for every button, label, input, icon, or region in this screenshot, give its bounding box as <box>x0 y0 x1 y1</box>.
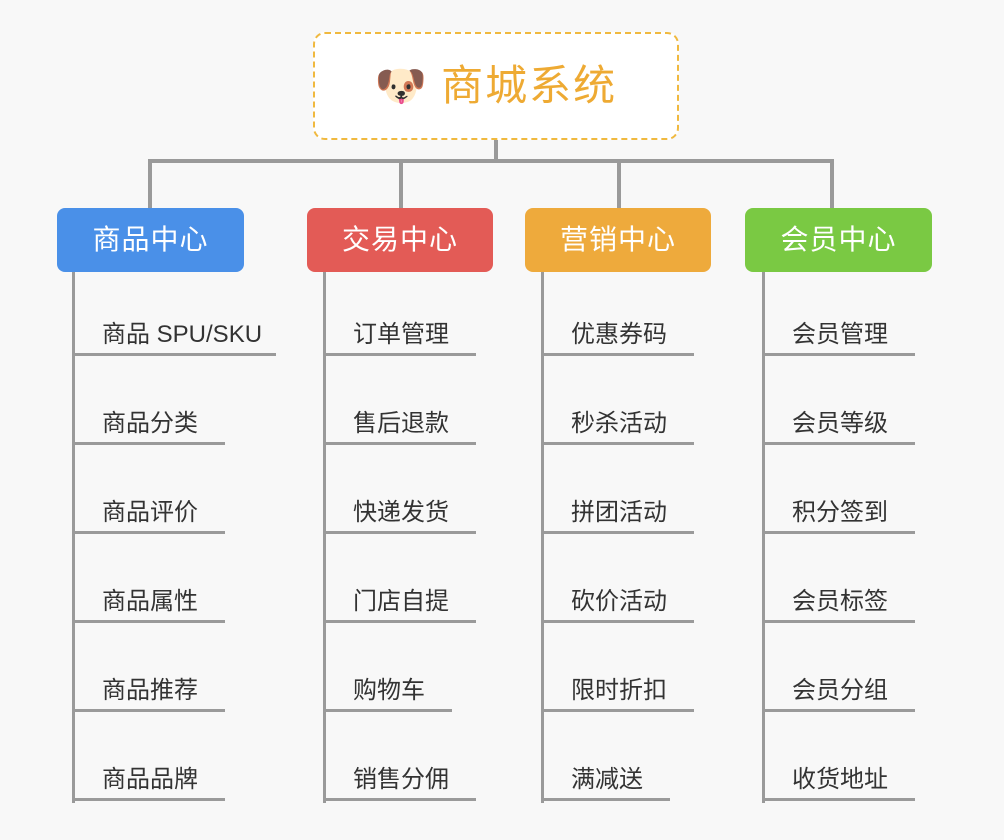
leaf-item-product-5[interactable]: 商品品牌 <box>72 753 225 801</box>
leaf-label: 快递发货 <box>353 499 449 526</box>
category-box-product[interactable]: 商品中心 <box>57 208 244 272</box>
leaf-item-member-5[interactable]: 收货地址 <box>762 753 915 801</box>
leaf-item-marketing-2[interactable]: 拼团活动 <box>541 486 694 534</box>
leaf-stem-trade <box>323 272 326 803</box>
root-trunk-line <box>494 140 498 162</box>
leaf-item-product-0[interactable]: 商品 SPU/SKU <box>72 308 276 356</box>
leaf-label: 商品分类 <box>102 410 198 437</box>
leaf-item-member-4[interactable]: 会员分组 <box>762 664 915 712</box>
category-bus-line <box>148 159 834 163</box>
drop-line-trade <box>399 159 403 209</box>
leaf-label: 商品品牌 <box>102 766 198 793</box>
leaf-label: 限时折扣 <box>571 677 667 704</box>
leaf-label: 售后退款 <box>353 410 449 437</box>
category-label-trade: 交易中心 <box>341 224 458 255</box>
drop-line-marketing <box>617 159 621 209</box>
leaf-label: 满减送 <box>571 766 643 793</box>
leaf-label: 积分签到 <box>792 499 888 526</box>
category-box-marketing[interactable]: 营销中心 <box>525 208 711 272</box>
leaf-item-trade-3[interactable]: 门店自提 <box>323 575 476 623</box>
leaf-item-trade-5[interactable]: 销售分佣 <box>323 753 476 801</box>
root-node[interactable]: 🐶 商城系统 <box>313 32 679 140</box>
leaf-item-trade-2[interactable]: 快递发货 <box>323 486 476 534</box>
leaf-label: 优惠券码 <box>571 321 667 348</box>
drop-line-member <box>830 159 834 209</box>
leaf-item-member-2[interactable]: 积分签到 <box>762 486 915 534</box>
leaf-item-marketing-0[interactable]: 优惠券码 <box>541 308 694 356</box>
leaf-item-trade-1[interactable]: 售后退款 <box>323 397 476 445</box>
leaf-item-product-3[interactable]: 商品属性 <box>72 575 225 623</box>
leaf-item-marketing-3[interactable]: 砍价活动 <box>541 575 694 623</box>
leaf-label: 会员标签 <box>792 588 888 615</box>
leaf-label: 拼团活动 <box>571 499 667 526</box>
leaf-label: 砍价活动 <box>571 588 667 615</box>
leaf-item-trade-4[interactable]: 购物车 <box>323 664 452 712</box>
leaf-label: 商品推荐 <box>102 677 198 704</box>
leaf-item-member-3[interactable]: 会员标签 <box>762 575 915 623</box>
leaf-item-marketing-1[interactable]: 秒杀活动 <box>541 397 694 445</box>
leaf-stem-member <box>762 272 765 803</box>
leaf-item-marketing-5[interactable]: 满减送 <box>541 753 670 801</box>
leaf-label: 商品属性 <box>102 588 198 615</box>
drop-line-product <box>148 159 152 209</box>
category-label-marketing: 营销中心 <box>559 224 676 255</box>
leaf-label: 订单管理 <box>353 321 449 348</box>
leaf-label: 商品 SPU/SKU <box>102 321 263 348</box>
leaf-item-member-0[interactable]: 会员管理 <box>762 308 915 356</box>
leaf-item-product-2[interactable]: 商品评价 <box>72 486 225 534</box>
leaf-item-product-1[interactable]: 商品分类 <box>72 397 225 445</box>
leaf-item-member-1[interactable]: 会员等级 <box>762 397 915 445</box>
category-box-trade[interactable]: 交易中心 <box>307 208 493 272</box>
leaf-item-trade-0[interactable]: 订单管理 <box>323 308 476 356</box>
leaf-label: 门店自提 <box>353 588 449 615</box>
leaf-label: 秒杀活动 <box>571 410 667 437</box>
leaf-item-product-4[interactable]: 商品推荐 <box>72 664 225 712</box>
category-label-product: 商品中心 <box>92 224 209 255</box>
leaf-label: 会员等级 <box>792 410 888 437</box>
leaf-label: 购物车 <box>353 677 425 704</box>
leaf-label: 收货地址 <box>792 766 888 793</box>
leaf-label: 会员管理 <box>792 321 888 348</box>
root-node-label: 商城系统 <box>441 62 618 109</box>
leaf-label: 会员分组 <box>792 677 888 704</box>
category-box-member[interactable]: 会员中心 <box>745 208 932 272</box>
shiba-dog-icon: 🐶 <box>374 61 428 110</box>
leaf-item-marketing-4[interactable]: 限时折扣 <box>541 664 694 712</box>
category-label-member: 会员中心 <box>780 224 897 255</box>
leaf-stem-product <box>72 272 75 803</box>
leaf-label: 商品评价 <box>102 499 198 526</box>
leaf-label: 销售分佣 <box>353 766 449 793</box>
leaf-stem-marketing <box>541 272 544 803</box>
